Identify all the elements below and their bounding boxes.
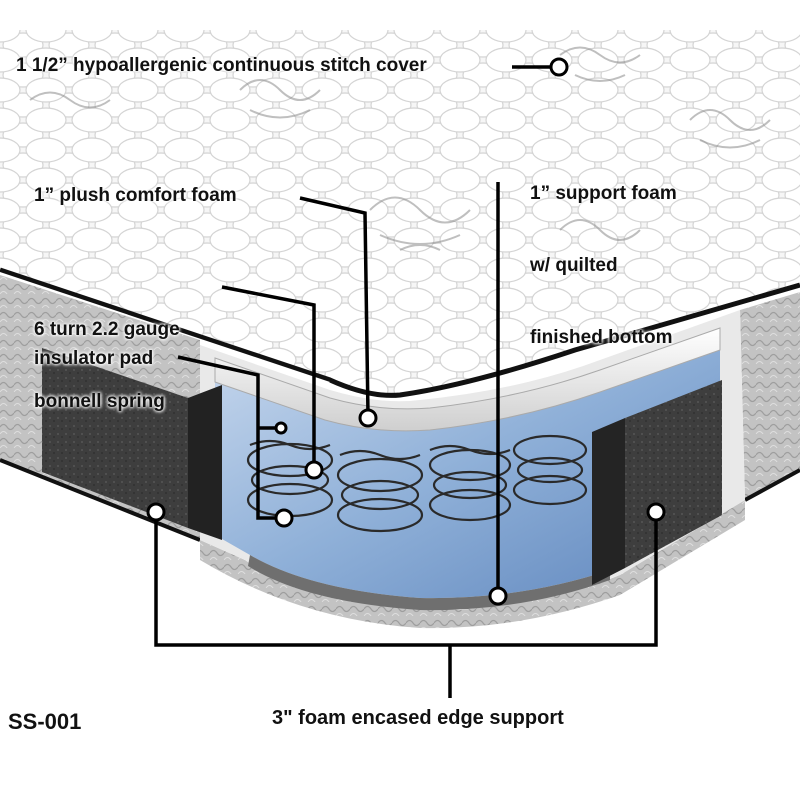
callout-dot-insulator: [274, 508, 294, 528]
support-label-line-2: w/ quilted: [530, 255, 618, 276]
callout-line-plush: [299, 196, 370, 416]
callout-line-insulator: [177, 355, 283, 520]
callout-line-edge: [154, 512, 658, 647]
callout-dot-insulator-small: [274, 421, 288, 435]
support-label-line-1: 1” support foam: [530, 183, 677, 204]
support-label-line-3: finished bottom: [530, 327, 673, 348]
callout-label-plush-foam: 1” plush comfort foam: [34, 185, 237, 206]
spring-label-line-1: 6 turn 2.2 gauge: [34, 319, 180, 340]
plush-comfort-foam-layer: [214, 327, 721, 432]
callout-label-edge-support: 3" foam encased edge support: [272, 707, 564, 729]
callout-dot-cover: [549, 57, 569, 77]
bonnell-spring-coils: [246, 434, 588, 533]
bottom-edge-piping: [0, 458, 201, 542]
side-panel-right: [740, 292, 800, 500]
insulator-pad: [248, 555, 610, 611]
callout-dot-edge-left: [146, 502, 166, 522]
spring-label-line-2: bonnell spring: [34, 391, 165, 412]
callout-label-support-foam: 1” support foam w/ quilted finished bott…: [530, 134, 677, 374]
callout-label-cover: 1 1/2” hypoallergenic continuous stitch …: [16, 55, 427, 76]
foam-edge-block-left-front: [42, 348, 188, 528]
callout-dots: [146, 57, 666, 606]
top-edge-piping: [0, 267, 800, 398]
model-number: SS-001: [8, 709, 82, 734]
callout-dot-edge-right: [646, 502, 666, 522]
callout-dot-support: [488, 586, 508, 606]
callout-label-insulator: insulator pad: [34, 348, 154, 369]
callout-lines: [154, 65, 658, 698]
callout-dot-plush: [358, 408, 378, 428]
callout-label-spring: 6 turn 2.2 gauge bonnell spring: [34, 270, 180, 438]
damask-motifs: [29, 46, 771, 251]
foam-edge-block-right-side: [592, 418, 625, 585]
callout-line-spring: [221, 285, 316, 468]
bottom-edge-piping-right: [744, 468, 800, 502]
foam-edge-block-right-front: [625, 380, 722, 568]
callout-dot-spring: [304, 460, 324, 480]
quilted-top-cover: [0, 30, 800, 396]
foam-edge-block-left-side: [188, 385, 222, 540]
